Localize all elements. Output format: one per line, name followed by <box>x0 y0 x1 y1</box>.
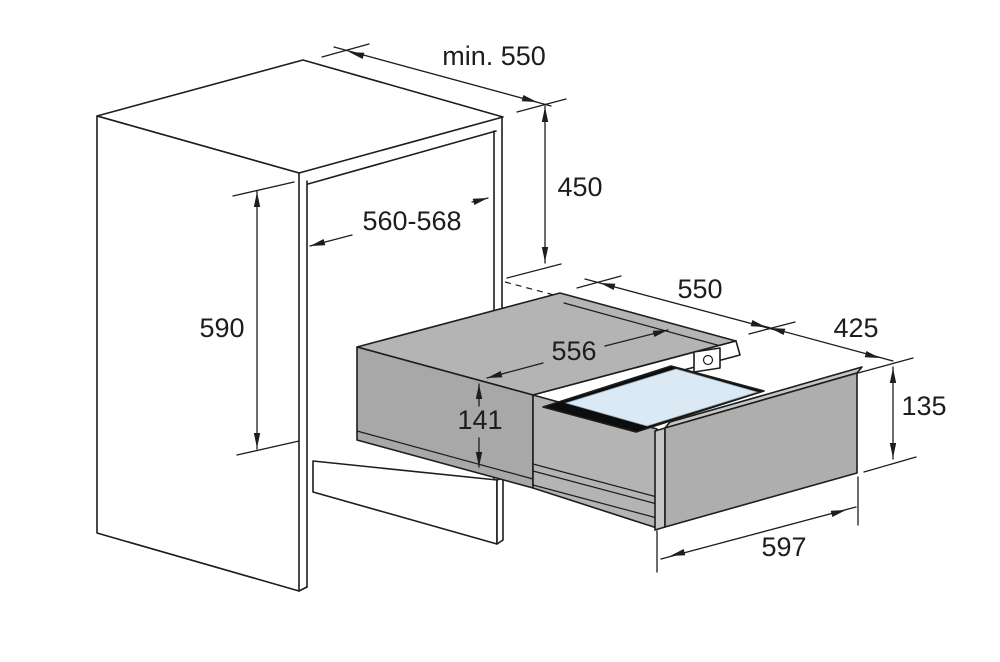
dim-niche-height-450: 450 <box>506 105 603 279</box>
drawer-body-bottom-inner-edge <box>356 430 534 480</box>
dim-depth-550: 550 <box>576 274 796 335</box>
witness-tick <box>863 456 917 473</box>
dim-pullout-425: 425 <box>755 313 914 374</box>
witness-tick <box>857 357 914 374</box>
dim-label-590: 590 <box>199 313 244 343</box>
rail-bracket <box>693 347 721 373</box>
dim-front-width-597: 597 <box>656 476 859 573</box>
dim-label-450: 450 <box>557 172 602 202</box>
dim-body-width-556: 556 <box>486 329 669 379</box>
dim-cabinet-top-depth: min. 550 <box>321 41 567 113</box>
witness-tick <box>236 440 300 456</box>
niche-shelf-front <box>312 460 498 545</box>
rail-screw-icon <box>702 354 714 366</box>
dim-label-556: 556 <box>551 336 596 366</box>
niche-shelf-thickness <box>496 477 504 545</box>
dim-label-550: 550 <box>677 274 722 304</box>
front-panel-face <box>664 372 858 528</box>
dimension-line <box>333 46 552 107</box>
dim-label-597: 597 <box>761 532 806 562</box>
dim-body-height-141: 141 <box>457 383 503 468</box>
dim-label-135: 135 <box>901 391 946 421</box>
niche-alignment-dashed-line <box>504 281 559 297</box>
niche-top-inner-edge <box>307 130 497 185</box>
witness-tick <box>576 275 622 289</box>
dim-side-height-590: 590 <box>199 181 300 456</box>
witness-tick <box>516 98 567 113</box>
tray-glass <box>564 368 759 427</box>
dimension-annotations: min. 550 450 560-568 590 <box>199 41 947 573</box>
telescopic-rails <box>532 463 658 519</box>
dim-label-141: 141 <box>457 405 502 435</box>
drawer-unit <box>356 292 863 531</box>
dim-niche-width: 560-568 <box>309 197 489 247</box>
front-panel-left-edge <box>654 427 666 531</box>
dim-label-min550: min. 550 <box>442 41 546 71</box>
dim-front-height-135: 135 <box>863 366 947 473</box>
witness-tick <box>232 181 295 197</box>
left-stile-bottom-edge <box>298 586 308 592</box>
dim-label-425: 425 <box>833 313 878 343</box>
witness-tick <box>506 263 562 279</box>
cabinet-carcass <box>96 59 504 592</box>
dim-label-560-568: 560-568 <box>362 206 461 236</box>
dimension-line <box>660 506 857 560</box>
dimension-line <box>584 278 780 332</box>
drawer-top-inner-edge <box>563 302 729 349</box>
